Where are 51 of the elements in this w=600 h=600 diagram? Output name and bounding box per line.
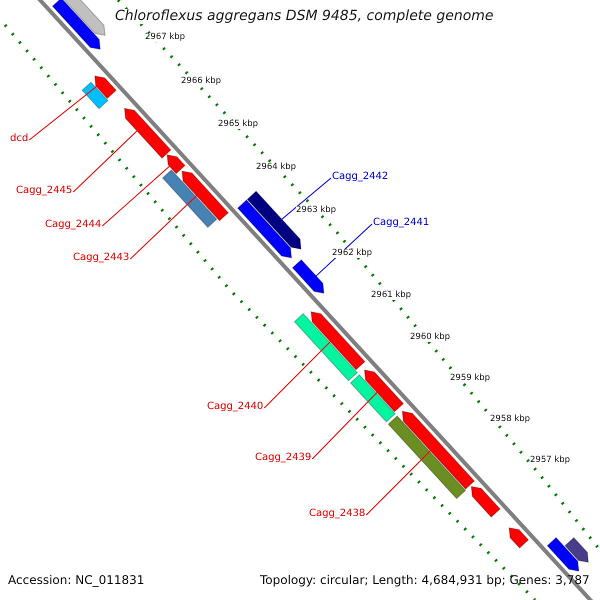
leader-line [281,178,332,220]
gene-feature [292,259,324,294]
scale-label: 2959 kbp [450,374,490,384]
scale-label: 2964 kbp [256,163,296,172]
scale-label: 2961 kbp [371,291,412,300]
scale-label: 2967 kbp [145,33,186,42]
leader-line [102,166,170,226]
leader-line [130,195,197,260]
scale-label: 2963 kbp [296,206,336,216]
gene-feature [94,75,117,100]
leader-line [366,450,431,516]
genome-info-label: Topology: circular; Length: 4,684,931 bp; Genes: 3,787 [260,574,590,588]
accession-label: Accession: NC_011831 [8,574,144,588]
gene-label: Cagg_2444 [45,219,102,230]
leader-line [316,224,372,276]
gene-label: Cagg_2439 [255,452,312,463]
gene-feature [388,415,466,500]
gene-feature [350,374,396,423]
scale-label: 2960 kbp [410,333,450,342]
gene-label: Cagg_2438 [309,508,366,519]
gene-feature [508,527,530,549]
scale-label: 2957 kbp [530,456,570,466]
scale-label: 2965 kbp [218,120,258,130]
leader-line [28,86,97,140]
gene-feature [546,536,580,572]
gene-feature [52,0,101,50]
gene-feature [181,170,229,222]
gene-feature [81,82,109,110]
gene-feature [162,169,218,228]
gene-feature [310,311,366,370]
scale-label: 2958 kbp [490,415,530,424]
diagram-title: Chloroflexus aggregans DSM 9485, complete genome [115,9,494,24]
leader-line [312,392,378,460]
gene-label: Cagg_2443 [73,252,130,263]
gene-feature [564,536,589,563]
scale-label: 2962 kbp [332,249,372,258]
gene-label: Cagg_2442 [332,171,388,182]
scale-label: 2966 kbp [181,77,222,86]
gene-feature [402,410,476,490]
gene-feature [124,108,172,159]
gene-feature [294,312,358,382]
gene-feature [364,369,404,412]
gene-label: Cagg_2440 [207,401,264,412]
gene-label: Cagg_2445 [16,185,72,196]
gene-label: Cagg_2441 [373,217,430,228]
gene-label: dcd [10,133,28,144]
leader-line [72,130,138,192]
gene-feature [237,199,292,259]
leader-line [264,341,331,408]
gene-feature [166,154,186,174]
gene-feature [470,486,501,518]
